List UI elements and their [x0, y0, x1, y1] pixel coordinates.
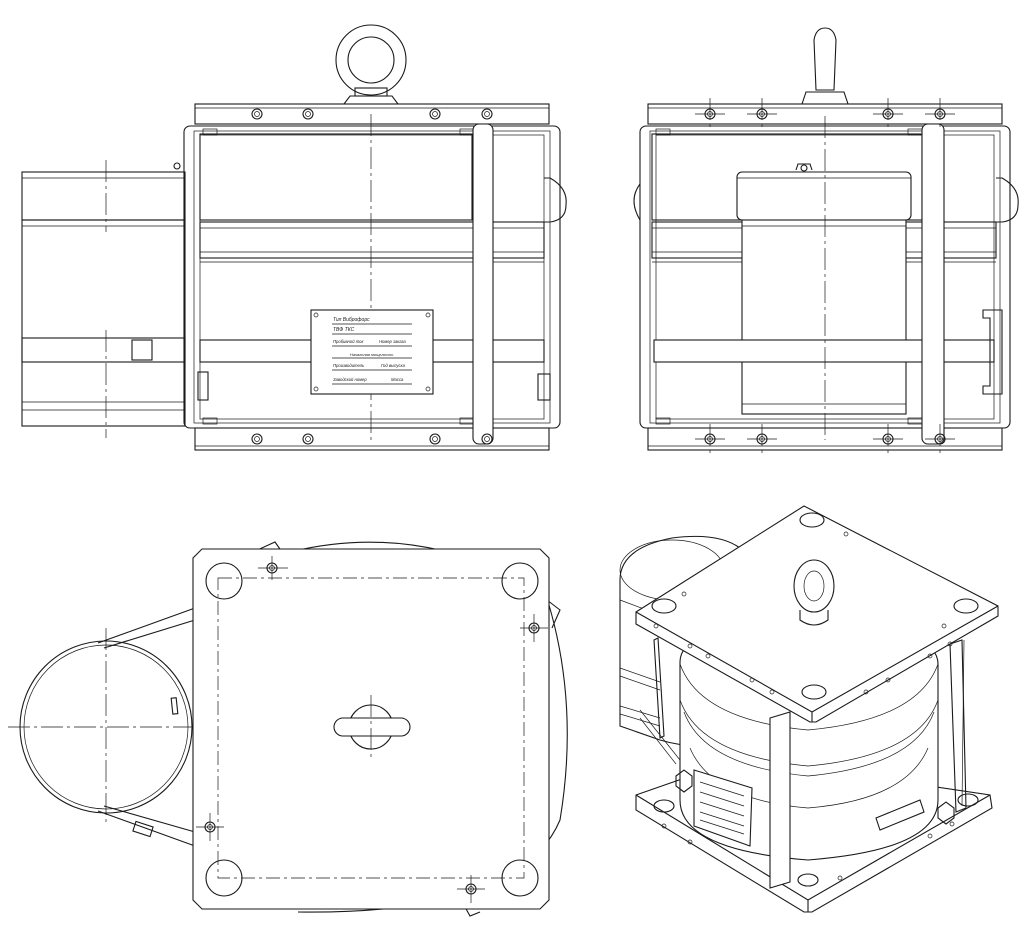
front-bottom-plate	[194, 427, 550, 451]
side-cylinder	[736, 163, 912, 415]
nameplate-current: Пробивной ток	[333, 339, 364, 344]
isometric-view	[619, 505, 999, 913]
front-drum	[21, 160, 186, 438]
top-eye-bolt	[333, 695, 411, 758]
iso-nameplate	[693, 769, 753, 847]
nameplate-serial: Заводской номер	[333, 377, 367, 382]
nameplate-year: Год выпуска	[381, 363, 406, 368]
nameplate-order: Номер заказа	[379, 339, 406, 344]
side-centerlines	[709, 98, 941, 456]
nameplate-model: ТВФ ТКС	[333, 327, 355, 333]
top-small-bolts	[196, 556, 548, 903]
top-drum	[8, 607, 205, 847]
front-strap	[472, 123, 494, 445]
front-flange-bolts	[251, 108, 493, 445]
iso-nut	[675, 769, 955, 825]
side-eye-bolt	[801, 27, 849, 105]
iso-eye-bolt	[793, 559, 835, 626]
nameplate: Тип Виброфорс ТВФ ТКС Пробивной ток Номе…	[310, 309, 434, 395]
side-strap	[921, 123, 945, 445]
nameplate-type: Тип Виброфорс	[333, 317, 370, 323]
nameplate-manufacturer: Производитель	[333, 363, 364, 368]
side-view	[633, 27, 1019, 456]
front-eye-bolt	[335, 24, 407, 105]
top-view	[8, 541, 568, 917]
iso-top-plate	[635, 505, 999, 723]
nameplate-power: Начальная мощьность	[350, 352, 393, 357]
front-top-plate	[194, 103, 550, 125]
iso-straps	[639, 637, 967, 889]
front-view: Тип Виброфорс ТВФ ТКС Пробивной ток Номе…	[21, 24, 567, 451]
nameplate-mass: Масса	[391, 377, 404, 382]
